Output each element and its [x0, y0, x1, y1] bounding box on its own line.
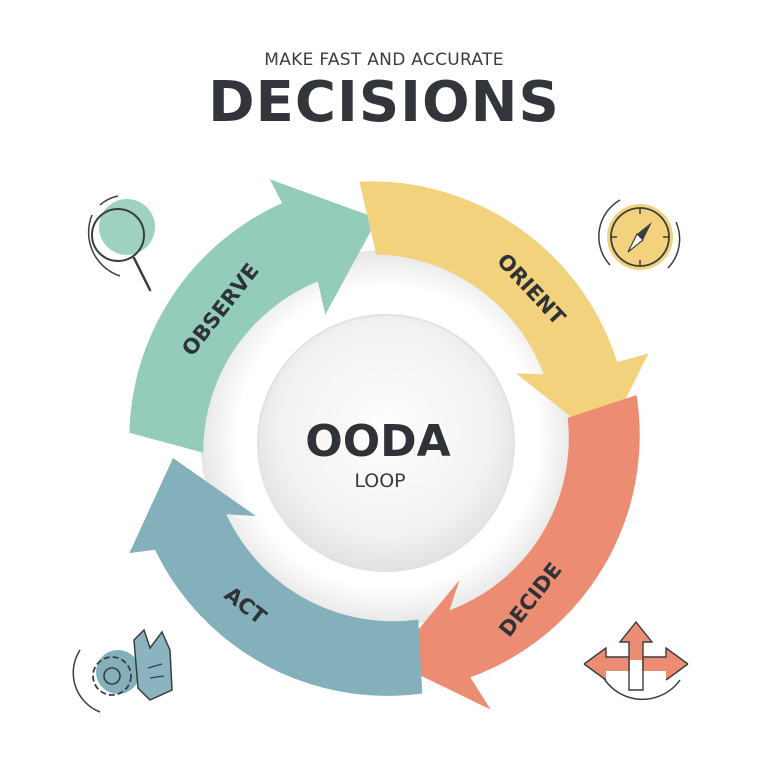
- decide-arrow: [391, 395, 640, 710]
- observe-arrow: [129, 179, 378, 453]
- act-arrow: [129, 458, 423, 696]
- orient-arrow: [359, 181, 649, 443]
- header-subtitle: MAKE FAST AND ACCURATE: [264, 50, 504, 70]
- gear-fist-icon: [72, 628, 173, 713]
- center-subtitle: LOOP: [354, 470, 405, 492]
- magnifier-icon: [87, 195, 155, 292]
- header-title: DECISIONS: [208, 70, 560, 135]
- compass-icon: [598, 199, 681, 270]
- center-title: OODA: [305, 416, 450, 467]
- center-disc: [257, 314, 515, 572]
- direction-arrows-icon: [583, 620, 689, 701]
